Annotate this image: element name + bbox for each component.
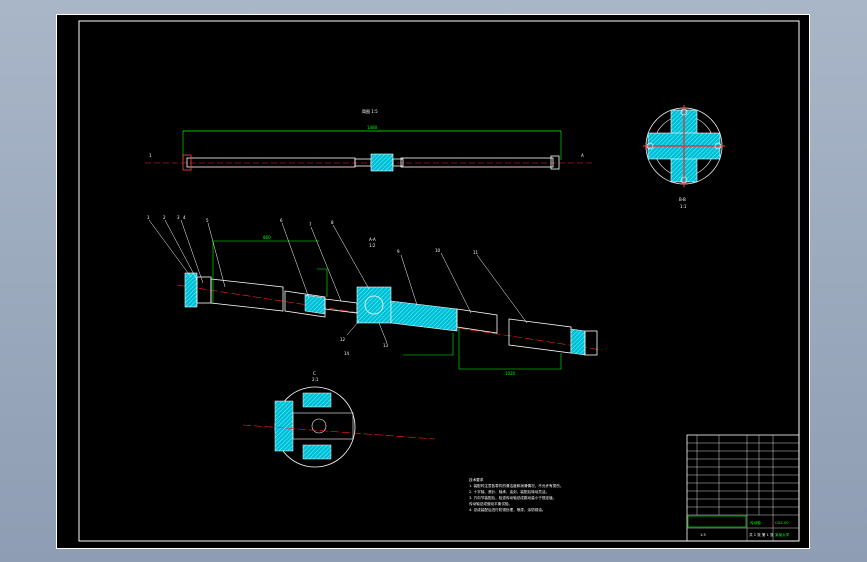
- drawing-viewport[interactable]: 简图 1:5 1480 1 A B-B 1:1 A-A 1:2: [56, 14, 810, 549]
- callout-7: 7: [309, 222, 312, 227]
- callout-8: 8: [331, 220, 334, 225]
- notes-title: 技术要求: [469, 477, 484, 482]
- callout-4: 4: [183, 215, 186, 220]
- callout-11: 11: [473, 250, 479, 255]
- drawing-scale: 1:5: [700, 533, 706, 537]
- svg-text:A: A: [581, 153, 584, 158]
- notes-line-2: 2. 十字轴、滚针、轴承、油封、装配后转动灵活。: [469, 489, 549, 494]
- detail-c: C 2:1: [242, 371, 436, 468]
- overall-dimension-label: 1480: [367, 125, 378, 130]
- callout-6: 6: [280, 218, 283, 223]
- detail-c-scale: 2:1: [312, 377, 319, 382]
- section-bb: B-B 1:1: [643, 105, 725, 209]
- callout-13: 13: [383, 343, 389, 348]
- callout-5: 5: [206, 218, 209, 223]
- notes-line-1: 1. 装配时注意各零件的清洁度和润滑情况，不允许有损伤。: [469, 483, 563, 488]
- callout-10: 10: [435, 248, 441, 253]
- top-view-title: 简图 1:5: [362, 108, 378, 114]
- callout-2: 2: [163, 215, 166, 220]
- notes-line-4: 传动轴总成做动平衡试验。: [469, 501, 512, 506]
- center-universal-joint: [356, 286, 392, 324]
- drawing-no: CDZ-00: [775, 521, 789, 525]
- right-tube: [508, 318, 572, 354]
- section-bb-scale: 1:1: [680, 204, 687, 209]
- sheet-count: 共 1 张 第 1 张: [749, 532, 774, 537]
- middle-joint: [370, 153, 394, 172]
- part-name: 传动轴: [750, 520, 761, 525]
- dim-left-label: 860: [263, 235, 271, 240]
- section-aa: A-A 1:2 860 1020: [147, 215, 603, 376]
- callout-1: 1: [147, 215, 150, 220]
- svg-text:1: 1: [149, 153, 152, 158]
- drawing-frame: [78, 20, 800, 542]
- section-bb-title: B-B: [679, 197, 686, 202]
- shaft-rear: [400, 157, 554, 168]
- callout-3: 3: [177, 215, 180, 220]
- left-flange: [184, 272, 198, 308]
- title-block: 传动轴 CDZ-00 某某大学 共 1 张 第 1 张 1:5: [686, 434, 800, 542]
- detail-c-title: C: [313, 371, 316, 376]
- notes-line-3: 3. 万向节装配后，检查传动轴总成跳动量小于规定值。: [469, 495, 556, 500]
- section-aa-title: A-A: [369, 237, 376, 242]
- right-yoke: [570, 328, 586, 356]
- top-view: 简图 1:5 1480 1 A: [145, 108, 592, 172]
- dim-right-label: 1020: [505, 371, 516, 376]
- front-yoke: [182, 154, 192, 171]
- section-aa-scale: 1:2: [369, 243, 376, 248]
- shaft-front: [186, 157, 356, 168]
- technical-notes: 技术要求 1. 装配时注意各零件的清洁度和润滑情况，不允许有损伤。 2. 十字轴…: [469, 477, 563, 512]
- notes-line-5: 4. 总成装配后进行防锈处理，喷漆，涂防锈油。: [469, 507, 545, 512]
- callout-14: 14: [344, 351, 350, 356]
- callout-9: 9: [397, 249, 400, 254]
- company-name: 某某大学: [775, 532, 790, 537]
- rear-yoke: [550, 155, 560, 170]
- slip-sleeve: [390, 300, 458, 332]
- left-tube: [210, 278, 284, 312]
- cad-drawing: 简图 1:5 1480 1 A B-B 1:1 A-A 1:2: [78, 20, 800, 542]
- callout-12: 12: [340, 337, 346, 342]
